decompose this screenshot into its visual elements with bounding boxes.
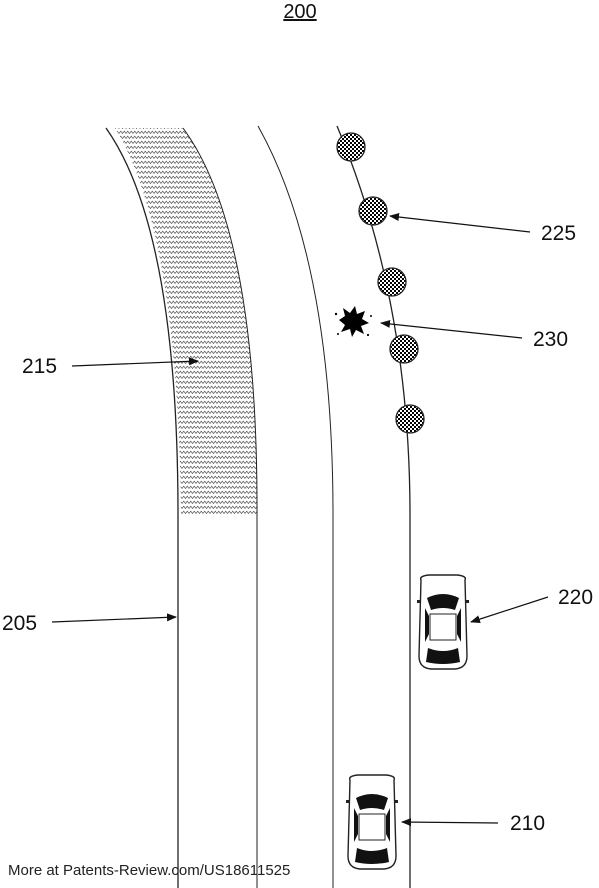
checkered-cone-icon: [358, 196, 388, 226]
checkered-cone-icon: [389, 334, 419, 364]
label-230: 230: [533, 328, 568, 351]
ego-vehicle-icon: [345, 774, 399, 870]
arrow-205: [51, 613, 177, 623]
debris-splat-icon: [334, 306, 372, 337]
arrow-215: [71, 357, 199, 367]
road-edge-left: [105, 127, 179, 888]
label-220: 220: [558, 586, 593, 609]
arrow-225: [389, 213, 531, 233]
lane-line-center: [257, 125, 334, 888]
arrow-230: [380, 319, 523, 339]
checkered-cone-icon: [377, 267, 407, 297]
label-225: 225: [541, 222, 576, 245]
checkered-cone-icon: [336, 132, 366, 162]
checkered-cone-icon: [395, 404, 425, 434]
other-vehicle-icon: [416, 574, 470, 670]
hatched-region: [115, 128, 258, 515]
lane-line-left-inner: [182, 127, 258, 888]
label-215: 215: [22, 355, 57, 378]
label-205: 205: [2, 612, 37, 635]
label-210: 210: [510, 812, 545, 835]
figure-number: 200: [283, 1, 316, 23]
source-footer: More at Patents-Review.com/US18611525: [8, 862, 291, 879]
arrow-220: [470, 596, 549, 624]
arrow-210: [401, 818, 499, 827]
marker-group: [336, 132, 425, 434]
road-edge-right: [336, 125, 411, 888]
